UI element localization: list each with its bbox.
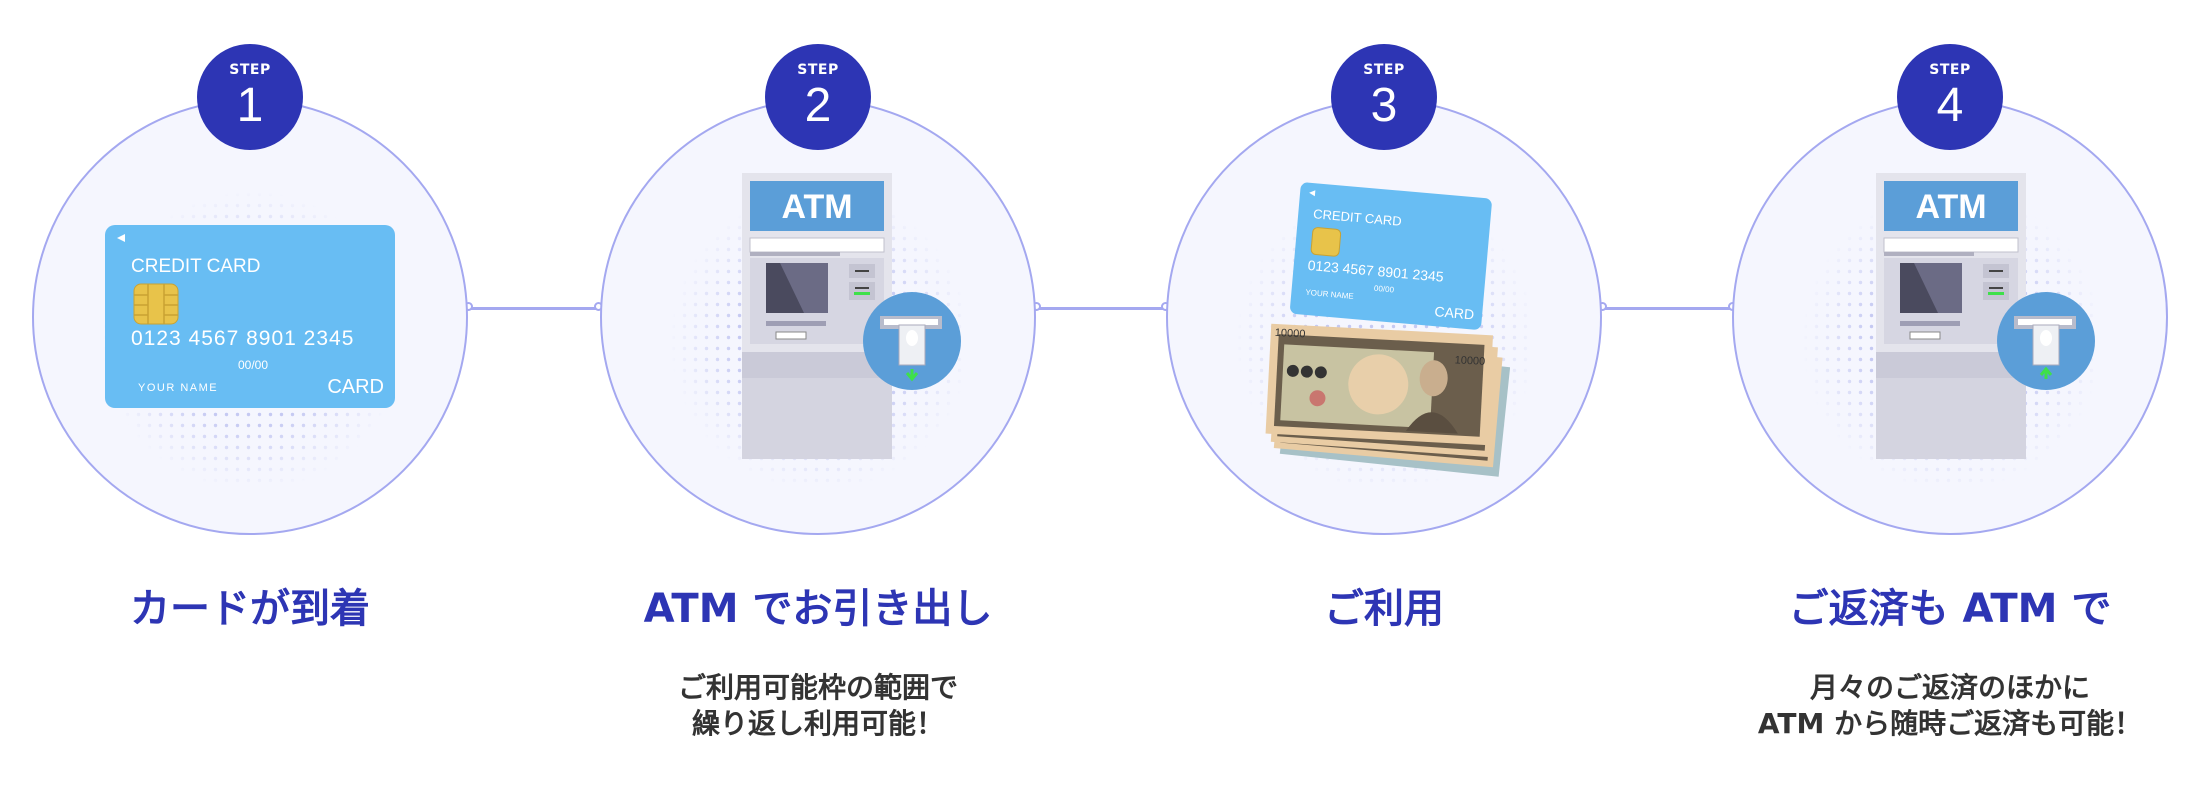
step-label: STEP [797,62,839,78]
card-and-cash-illustration: CREDIT CARD 0123 4567 8901 2345 00/00 YO… [1265,182,1510,477]
step-label: STEP [229,62,271,78]
cash-deposit-icon [1997,292,2095,390]
atm-repay-illustration: ATM [1876,173,2095,459]
bill-denomination: 10000 [1454,354,1485,368]
step-number: 1 [236,79,264,132]
connector-1-2 [468,307,600,310]
card-expiry: 00/00 [238,358,268,372]
card-name: YOUR NAME [138,382,218,394]
credit-card-illustration: CREDIT CARD 0123 4567 8901 2345 00/00 YO… [105,225,395,408]
step-3-title: ご利用 [1324,586,1444,632]
atm-label: ATM [1915,188,1986,226]
card-brand: CARD [327,376,384,398]
cash-withdraw-icon [863,292,961,390]
card-brand: CARD [1434,303,1475,322]
card-name: YOUR NAME [1305,288,1354,301]
connector-3-4 [1602,307,1734,310]
step-2-title: ATM でお引き出し [643,586,993,632]
bill-denomination: 10000 [1275,327,1306,341]
step-number: 3 [1370,79,1398,132]
card-heading: CREDIT CARD [131,256,261,277]
step-1-title: カードが到着 [130,586,370,632]
step-label: STEP [1929,62,1971,78]
chip-icon [133,283,179,325]
step-4-title: ご返済も ATM で [1788,586,2112,632]
card-expiry: 00/00 [1374,284,1395,295]
step-number: 2 [804,79,832,132]
step-2-description: ご利用可能枠の範囲で 繰り返し利用可能！ [538,670,1098,742]
step-number: 4 [1936,79,1964,132]
atm-withdraw-illustration: ATM [742,173,961,459]
description-line: 繰り返し利用可能！ [691,707,944,740]
description-line: ATM から随時ご返済も可能！ [1757,707,2143,740]
banknotes-icon: 10000 10000 [1265,323,1510,477]
connector-2-3 [1036,307,1168,310]
card-number: 0123 4567 8901 2345 [131,327,354,350]
description-line: 月々のご返済のほかに [1809,671,2090,704]
description-line: ご利用可能枠の範囲で [677,671,958,704]
step-4-description: 月々のご返済のほかに ATM から随時ご返済も可能！ [1670,670,2200,742]
step-label: STEP [1363,62,1405,78]
atm-label: ATM [781,188,852,226]
